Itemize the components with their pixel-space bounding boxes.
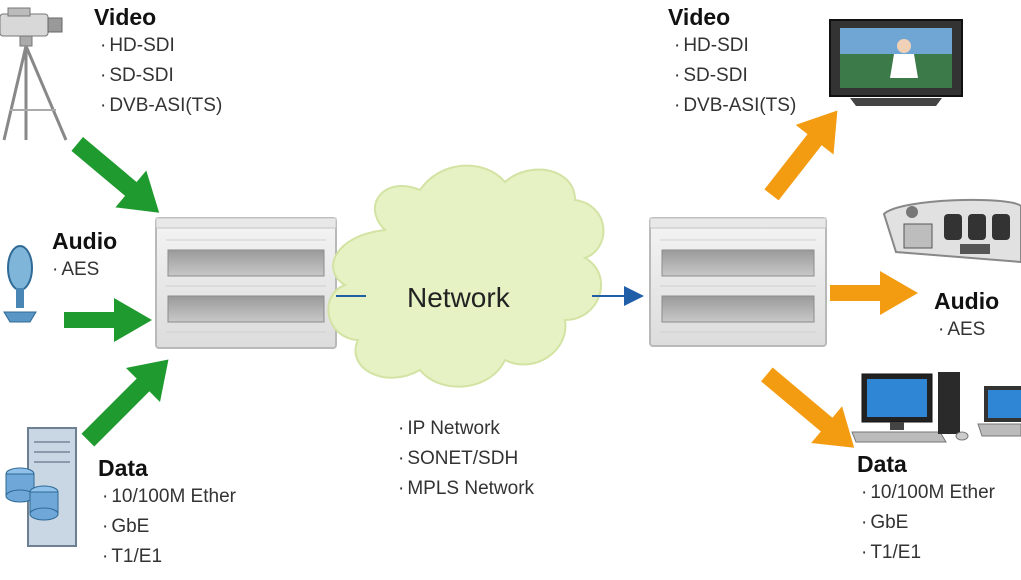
destination-video-item: HD-SDI <box>674 31 796 61</box>
network-type-item: SONET/SDH <box>398 444 534 474</box>
laptop-icon <box>977 386 1021 437</box>
source-video-item: HD-SDI <box>100 31 222 61</box>
source-data-heading: Data <box>98 455 148 481</box>
source-audio-heading: Audio <box>52 228 118 254</box>
data-output-arrow <box>761 367 855 448</box>
data-input-arrow <box>81 359 169 447</box>
source-data-item: GbE <box>102 512 236 542</box>
network-type-item: MPLS Network <box>398 474 534 504</box>
destination-data-item: T1/E1 <box>861 538 1021 568</box>
video-input-arrow <box>71 137 160 213</box>
destination-data-block: Data 10/100M Ether GbE T1/E1 <box>857 451 1021 568</box>
destination-audio-item: AES <box>938 315 999 345</box>
source-data-item: 10/100M Ether <box>102 482 236 512</box>
microphone-icon <box>3 245 37 323</box>
network-label: Network <box>407 282 510 313</box>
audio-output-arrow <box>830 271 918 315</box>
network-types-block: IP Network SONET/SDH MPLS Network <box>398 414 534 504</box>
source-data-item: T1/E1 <box>102 542 236 572</box>
tv-monitor-icon <box>829 19 963 106</box>
audio-console-icon <box>882 198 1021 264</box>
destination-data-item: 10/100M Ether <box>861 478 1021 508</box>
audio-input-arrow <box>64 298 152 342</box>
source-video-block: Video HD-SDI SD-SDI DVB-ASI(TS) <box>94 4 222 121</box>
database-server-icon <box>5 427 77 547</box>
destination-video-heading: Video <box>668 4 731 30</box>
destination-data-heading: Data <box>857 451 907 477</box>
source-data-block: Data 10/100M Ether GbE T1/E1 <box>98 455 236 572</box>
source-audio-block: Audio AES <box>52 228 117 285</box>
desktop-computer-icon <box>851 372 969 443</box>
destination-audio-block: Audio AES <box>934 288 999 345</box>
source-video-heading: Video <box>94 4 157 30</box>
source-video-item: SD-SDI <box>100 61 222 91</box>
source-video-item: DVB-ASI(TS) <box>100 91 222 121</box>
output-arrows <box>761 110 918 448</box>
video-camera-icon <box>0 7 68 141</box>
source-chassis <box>155 217 337 349</box>
destination-video-block: Video HD-SDI SD-SDI DVB-ASI(TS) <box>668 4 796 121</box>
network-type-item: IP Network <box>398 414 534 444</box>
destination-video-item: DVB-ASI(TS) <box>674 91 796 121</box>
destination-video-item: SD-SDI <box>674 61 796 91</box>
network-cloud <box>327 164 605 388</box>
input-arrows <box>64 137 169 447</box>
destination-audio-heading: Audio <box>934 288 1000 314</box>
video-output-arrow <box>764 110 838 201</box>
destination-chassis <box>649 217 827 347</box>
source-audio-item: AES <box>52 255 117 285</box>
destination-data-item: GbE <box>861 508 1021 538</box>
